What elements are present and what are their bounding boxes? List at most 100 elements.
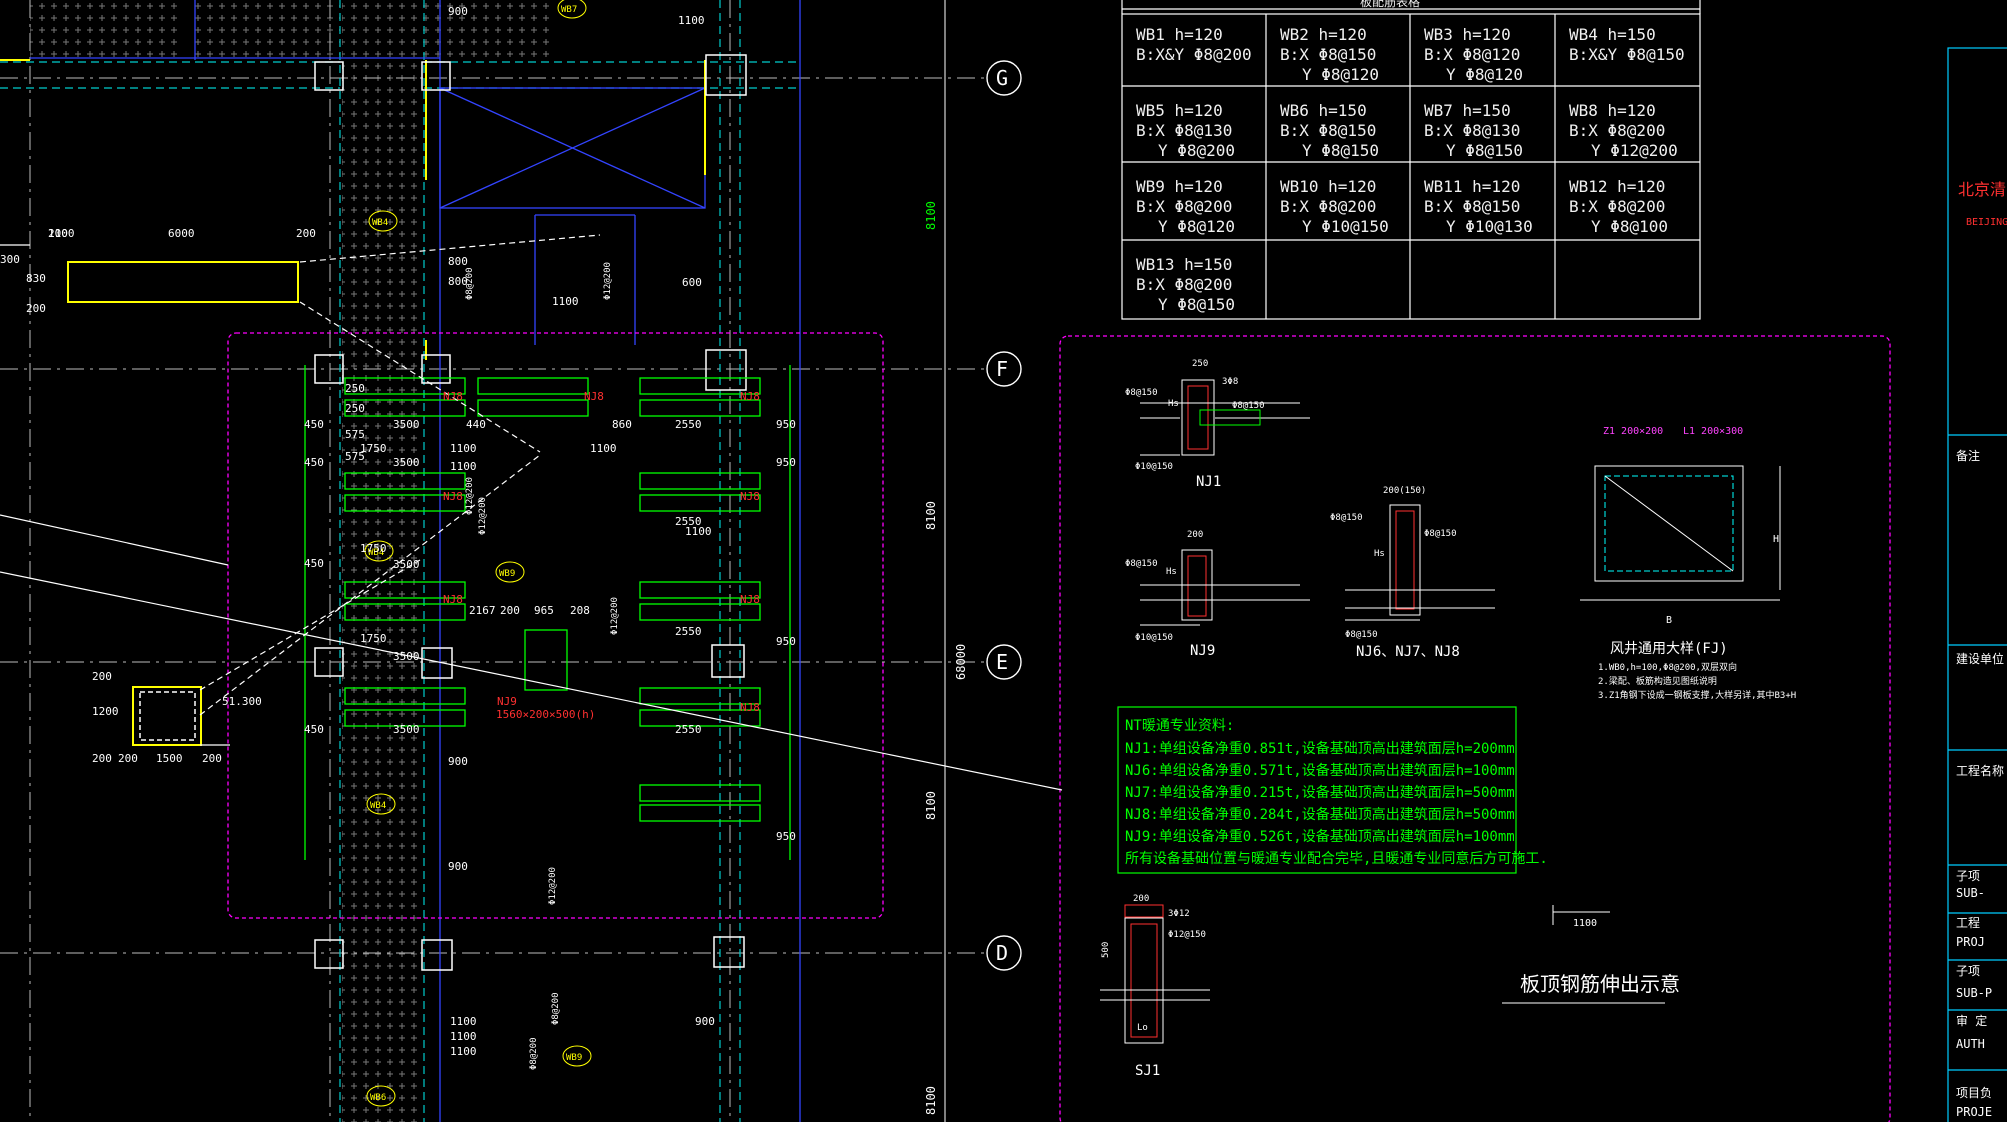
dimension-label: 200 <box>296 227 316 240</box>
dimension-label: 2550 <box>675 515 702 528</box>
fj-b: B <box>1666 615 1672 626</box>
notes-box: NT暖通专业资料: NJ1:单组设备净重0.851t,设备基础顶高出建筑面层h=… <box>1117 706 1548 874</box>
slab-cell-name: WB10 h=120 <box>1280 177 1376 196</box>
dimension-label: 900 <box>695 1015 715 1028</box>
note-line-6: 所有设备基础位置与暖通专业配合完毕,且暖通专业同意后方可施工. <box>1125 850 1548 867</box>
sj1-rebar2: Φ12@150 <box>1168 930 1206 940</box>
equipment-tag: NJ8 <box>740 593 760 606</box>
dimension-label: 3500 <box>393 456 420 469</box>
dimension-label: 1750 <box>360 442 387 455</box>
rebar-dim: 1100 <box>1573 918 1597 929</box>
slab-cell-line1: B:X Φ8@130 <box>1136 121 1232 140</box>
slab-cell-name: WB8 h=120 <box>1569 101 1656 120</box>
slab-tag-circle <box>557 0 587 19</box>
vdim-1: 8100 <box>924 201 938 230</box>
sj1-left: 500 <box>1101 942 1111 958</box>
vdim-5: 8100 <box>924 1086 938 1115</box>
vdim-3: 68000 <box>954 644 968 680</box>
detail-sj1 <box>1100 904 1210 1044</box>
nj678-dim-4: Hs <box>1374 549 1385 559</box>
rebar-callout: Φ8@200 <box>465 267 475 300</box>
dimension-label: 1750 <box>360 632 387 645</box>
axis-bubble-d <box>986 935 1022 971</box>
equipment-tag: NJ8 <box>740 701 760 714</box>
title-block-row-4: SUB- <box>1956 886 1985 900</box>
dimension-label: 1200 <box>92 705 119 718</box>
slab-cell-line1: B:X Φ8@130 <box>1424 121 1520 140</box>
dimension-label: 1100 <box>552 295 579 308</box>
nj678-dim-3: Φ8@150 <box>1424 529 1457 539</box>
dimension-label: 300 <box>0 253 20 266</box>
dimension-label: 1500 <box>156 752 183 765</box>
slab-cell-line1: B:X Φ8@200 <box>1136 275 1232 294</box>
dimension-label: 950 <box>776 635 796 648</box>
nj9-dim-2: Φ8@150 <box>1125 559 1158 569</box>
rebar-callout: Φ12@200 <box>465 477 475 515</box>
equipment-tag: NJ8 <box>584 390 604 403</box>
nj678-dim-2: Φ8@150 <box>1330 513 1363 523</box>
note-line-3: NJ7:单组设备净重0.215t,设备基础顶高出建筑面层h=500mm <box>1125 784 1515 801</box>
slab-cell-line2: Y Φ8@120 <box>1446 65 1523 84</box>
dimension-label: 200 <box>92 752 112 765</box>
magenta-boundaries <box>227 332 1891 1122</box>
fj-title: 风井通用大样(FJ) <box>1610 641 1728 657</box>
slab-cell-line1: B:X Φ8@150 <box>1424 197 1520 216</box>
slab-cell-line2: Y Φ10@150 <box>1302 217 1389 236</box>
dimension-label: 1100 <box>590 442 617 455</box>
title-block-row-6: PROJ <box>1956 935 1985 949</box>
nj678-dim-5: Φ8@150 <box>1345 630 1378 640</box>
dimension-label: 2550 <box>675 625 702 638</box>
rebar-callout: Φ12@200 <box>478 497 488 535</box>
sj1-rebar1: 3Φ12 <box>1168 909 1190 919</box>
sj1-lo: Lo <box>1137 1023 1148 1033</box>
title-block-row-7: 子项 <box>1956 964 1980 978</box>
axis-bubble-g <box>986 60 1022 96</box>
dimension-label: 965 <box>534 604 554 617</box>
slab-tag-circle <box>364 540 394 562</box>
title-block-row-1: 建设单位 <box>1956 651 2004 666</box>
dimension-label: 200 <box>118 752 138 765</box>
slab-cell-line1: B:X Φ8@200 <box>1569 197 1665 216</box>
fj-top-left: Z1 200×200 <box>1603 426 1663 437</box>
dimension-label: 51.300 <box>222 695 262 708</box>
firm-name-en: BEIJING <box>1966 217 2007 228</box>
slab-tag-circle <box>366 1085 396 1107</box>
yellow-walls <box>0 59 706 746</box>
fj-note-3: 3.Z1角钢下设成一钢板支撑,大样另详,其中B3+H <box>1598 689 1796 701</box>
rebar-callout: Φ12@200 <box>610 597 620 635</box>
slab-tag-circle <box>495 561 525 583</box>
dimension-label: 1100 <box>678 14 705 27</box>
detail-fj <box>1580 465 1781 601</box>
slab-cell-line1: B:X Φ8@200 <box>1280 197 1376 216</box>
equipment-tag: NJ8 <box>443 490 463 503</box>
slab-tag-circle <box>368 210 398 232</box>
slab-cell-name: WB9 h=120 <box>1136 177 1223 196</box>
equipment-tag: NJ9 <box>497 695 517 708</box>
slab-cell-line2: Y Φ8@150 <box>1446 141 1523 160</box>
axis-label-g: G <box>996 66 1008 90</box>
rebar-title: 板顶钢筋伸出示意 <box>1520 972 1680 996</box>
dimension-label: 3500 <box>393 418 420 431</box>
rebar-extension-sketch <box>1502 905 1665 1004</box>
slab-table-header: 板配筋表格 <box>1360 0 1420 9</box>
dimension-label: 950 <box>776 830 796 843</box>
dimension-label: 200 <box>26 302 46 315</box>
slab-cell-line1: B:X Φ8@120 <box>1424 45 1520 64</box>
slab-tag: WB9 <box>566 1053 582 1063</box>
dimension-label: 860 <box>612 418 632 431</box>
slab-tag-circle <box>562 1045 592 1067</box>
slab-cell-name: WB12 h=120 <box>1569 177 1665 196</box>
title-block-row-12: PROJE <box>1956 1105 1992 1119</box>
title-block-row-10: AUTH <box>1956 1037 1985 1051</box>
equipment-tag: NJ8 <box>443 593 463 606</box>
dimension-label: 950 <box>776 418 796 431</box>
slab-cell-name: WB1 h=120 <box>1136 25 1223 44</box>
dimension-label: 208 <box>570 604 590 617</box>
nj1-dim-1: 250 <box>1192 359 1208 369</box>
dimension-label: 200 <box>500 604 520 617</box>
columns <box>139 54 747 971</box>
detail-nj1 <box>1140 379 1310 456</box>
